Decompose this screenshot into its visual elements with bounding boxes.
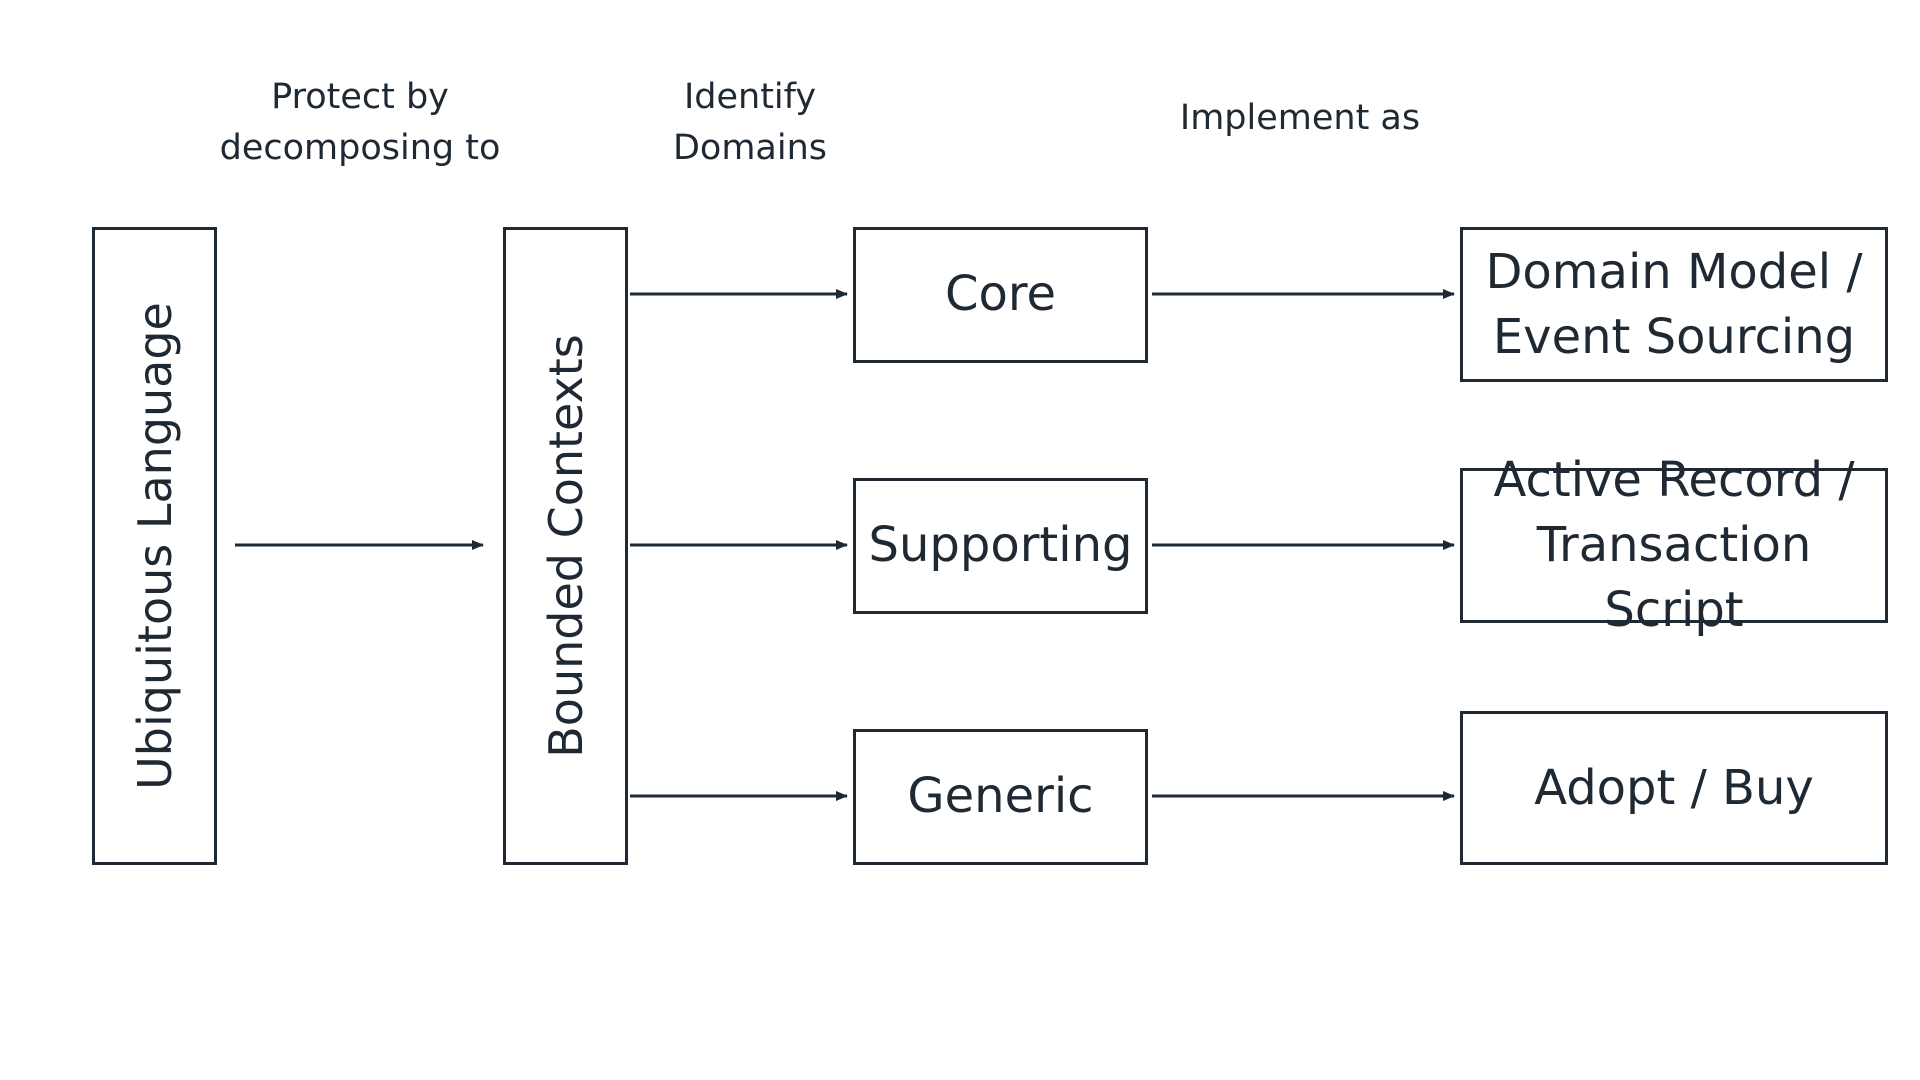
domain-model-box: Domain Model / Event Sourcing <box>1460 227 1888 382</box>
adopt-buy-label: Adopt / Buy <box>1534 759 1814 816</box>
adopt-buy-box: Adopt / Buy <box>1460 711 1888 865</box>
domain-model-label: Domain Model / Event Sourcing <box>1485 243 1863 365</box>
active-record-box: Active Record / Transaction Script <box>1460 452 1888 638</box>
generic-domain-label: Generic <box>907 768 1094 825</box>
core-domain-box: Core <box>853 227 1148 363</box>
caption-protect: Protect by decomposing to <box>219 77 501 168</box>
bounded-contexts-label: Bounded Contexts <box>538 334 593 758</box>
caption-implement: Implement as <box>1179 98 1421 138</box>
supporting-domain-label: Supporting <box>868 517 1133 574</box>
active-record-label: Active Record / Transaction Script <box>1493 452 1855 638</box>
ubiquitous-language-label: Ubiquitous Language <box>127 302 182 790</box>
supporting-domain-box: Supporting <box>853 478 1148 614</box>
bounded-contexts-box: Bounded Contexts <box>503 227 628 865</box>
ubiquitous-language-box: Ubiquitous Language <box>92 227 217 865</box>
core-domain-label: Core <box>944 266 1057 323</box>
caption-identify: Identify Domains <box>672 77 828 168</box>
generic-domain-box: Generic <box>853 729 1148 865</box>
